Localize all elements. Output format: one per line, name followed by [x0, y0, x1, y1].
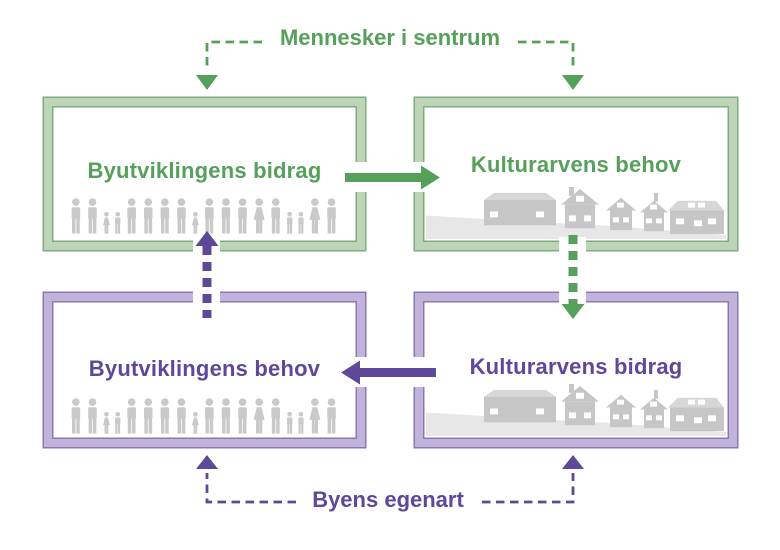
people-row-icon [71, 398, 336, 434]
box-kulturarvens-behov: Kulturarvens behov [415, 98, 737, 250]
box-byutviklingens-bidrag: Byutviklingens bidrag [44, 98, 365, 250]
people-row-icon [71, 198, 336, 234]
bottom-label: Byens egenart [312, 487, 464, 512]
townscape-icon [426, 383, 726, 436]
box-kulturarvens-bidrag: Kulturarvens bidrag [415, 293, 737, 447]
townscape-icon [426, 186, 726, 239]
box-title-top-left: Byutviklingens bidrag [87, 158, 322, 183]
box-title-bottom-right: Kulturarvens bidrag [469, 354, 683, 379]
box-title-bottom-left: Byutviklingens behov [88, 356, 321, 381]
box-byutviklingens-behov: Byutviklingens behov [44, 293, 365, 447]
top-label: Mennesker i sentrum [279, 25, 501, 50]
box-title-top-right: Kulturarvens behov [470, 152, 682, 177]
